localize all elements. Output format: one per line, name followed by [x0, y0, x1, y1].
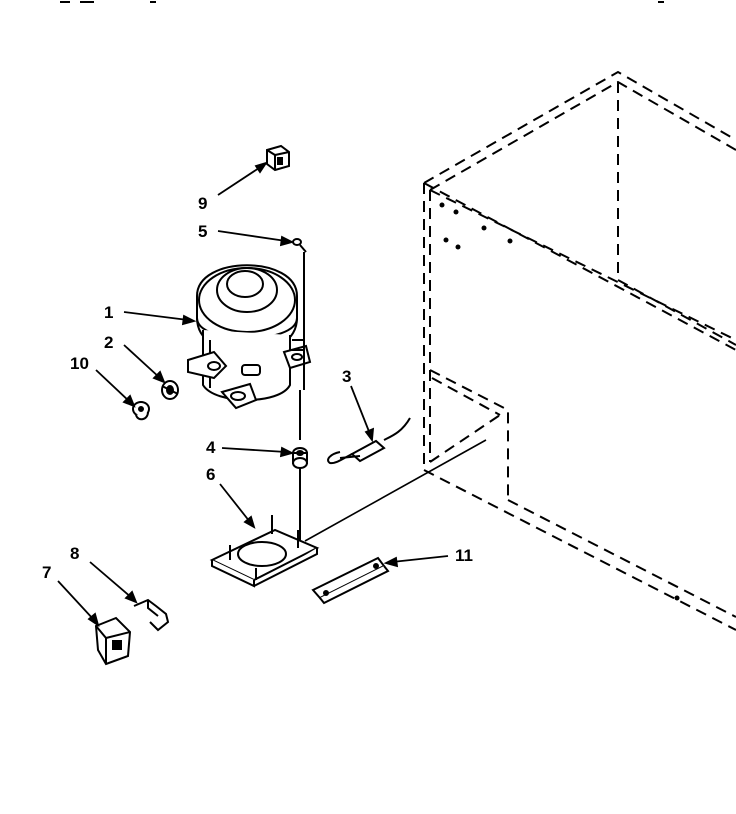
callout-10: 10: [70, 354, 89, 373]
mounting-base-part: [209, 439, 487, 588]
leader-lines: [57, 161, 449, 628]
callout-labels: 9 5 1 2 10 3 4 6 8 7 11: [42, 194, 473, 582]
callout-2: 2: [104, 333, 113, 352]
leader-2: [123, 344, 161, 379]
compressor-part: [187, 264, 312, 410]
clip-part: [133, 598, 170, 632]
cabinet-outline: [423, 70, 736, 631]
bushing-part: [292, 447, 308, 469]
leader-7: [57, 580, 95, 621]
screw-part: [292, 238, 307, 253]
callout-3: 3: [342, 367, 351, 386]
callout-1: 1: [104, 303, 113, 322]
plug-part: [132, 401, 150, 421]
leader-6: [219, 483, 251, 523]
leader-8: [89, 561, 133, 599]
callout-6: 6: [206, 465, 215, 484]
relay-cover-part: [94, 616, 132, 666]
leader-1: [123, 311, 189, 321]
cabinet-holes: [439, 202, 680, 601]
leader-4: [221, 447, 287, 453]
callout-11: 11: [455, 546, 473, 565]
leader-5: [217, 230, 287, 242]
grommet-part: [161, 380, 179, 400]
callout-8: 8: [70, 544, 79, 563]
leader-3: [350, 385, 371, 435]
leader-9: [217, 165, 263, 196]
callout-7: 7: [42, 563, 51, 582]
mounting-rod: [299, 252, 305, 540]
power-cord-part: [327, 417, 411, 465]
relay-part: [266, 144, 290, 172]
leader-10: [95, 369, 131, 403]
callout-4: 4: [206, 438, 216, 457]
bracket-part: [311, 556, 390, 605]
callout-9: 9: [198, 194, 207, 213]
leader-11: [391, 555, 449, 563]
callout-5: 5: [198, 222, 207, 241]
